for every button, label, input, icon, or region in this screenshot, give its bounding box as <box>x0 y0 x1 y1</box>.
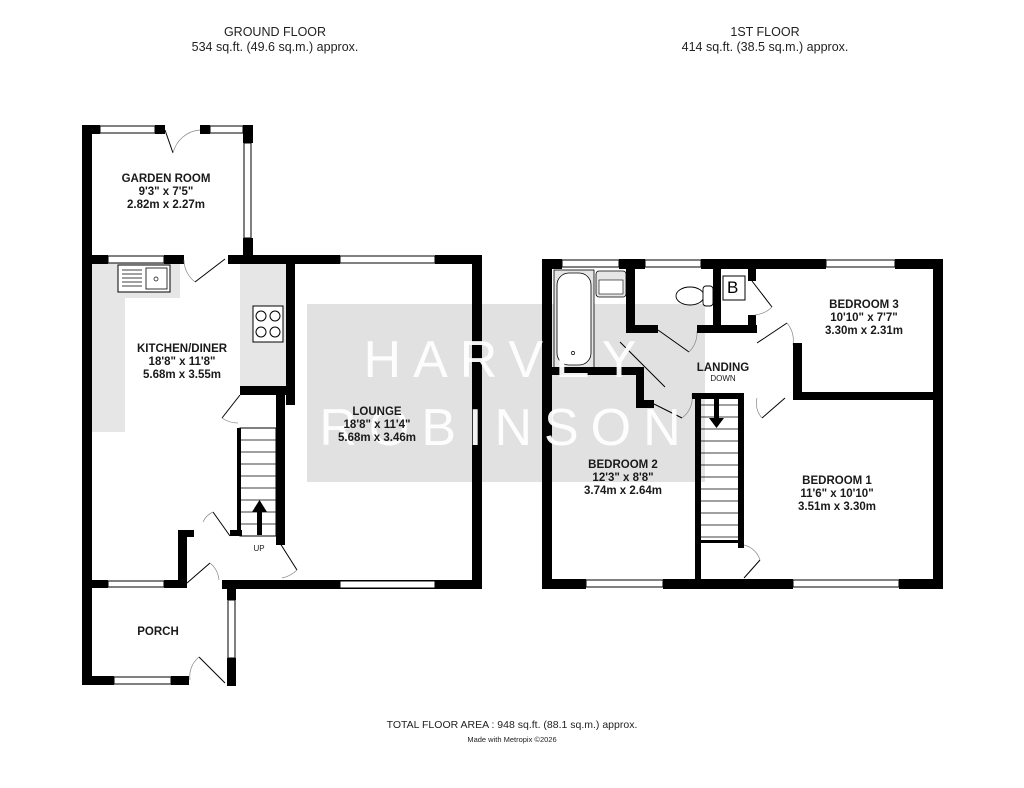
room-size-metric: 3.74m x 2.64m <box>583 485 663 497</box>
room-size-imperial: 10'10" x 7'7" <box>830 312 898 324</box>
first-floor-plan <box>542 259 943 589</box>
room-bedroom-1: BEDROOM 1 11'6" x 10'10" 3.51m x 3.30m <box>798 475 876 514</box>
room-name: PORCH <box>137 626 179 638</box>
room-name: GARDEN ROOM <box>121 173 211 185</box>
bathtub-icon <box>553 269 595 369</box>
first-floor-title: 1ST FLOOR <box>730 25 800 39</box>
room-name: BEDROOM 3 <box>829 299 899 311</box>
room-size-imperial: 18'8" x 11'4" <box>343 419 411 431</box>
room-size-imperial: 9'3" x 7'5" <box>138 186 194 198</box>
room-name: BEDROOM 1 <box>802 475 872 487</box>
room-lounge: LOUNGE 18'8" x 11'4" 5.68m x 3.46m <box>338 406 416 445</box>
watermark-line-1: HARVEY <box>363 331 649 389</box>
washbasin-icon <box>595 270 627 298</box>
room-size-metric: 2.82m x 2.27m <box>126 199 205 211</box>
room-size-imperial: 12'3" x 8'8" <box>592 472 654 484</box>
room-size-metric: 5.68m x 3.55m <box>142 369 221 381</box>
stairs-up-label: UP <box>253 544 265 553</box>
kitchen-sink-icon <box>117 264 171 293</box>
made-with-credit: Made with Metropix ©2026 <box>467 735 557 744</box>
stairs-down-arrow-icon <box>714 397 719 419</box>
ground-floor-title: GROUND FLOOR <box>223 25 327 39</box>
first-floor-stairs <box>692 393 744 579</box>
boiler-label: B <box>727 278 739 297</box>
room-bedroom-2: BEDROOM 2 12'3" x 8'8" 3.74m x 2.64m <box>584 459 662 498</box>
first-floor-area: 414 sq.ft. (38.5 sq.m.) approx. <box>681 40 849 54</box>
room-bedroom-3: BEDROOM 3 10'10" x 7'7" 3.30m x 2.31m <box>825 299 903 338</box>
room-porch: PORCH <box>137 626 179 639</box>
room-size-metric: 5.68m x 3.46m <box>337 432 417 444</box>
room-name: LANDING <box>696 362 750 374</box>
room-name: LOUNGE <box>352 406 402 418</box>
room-name: KITCHEN/DINER <box>136 343 228 355</box>
room-name: BEDROOM 2 <box>588 459 658 471</box>
stairs-down-label: DOWN <box>710 374 736 383</box>
room-kitchen-diner: KITCHEN/DINER 18'8" x 11'8" 5.68m x 3.55… <box>137 343 227 382</box>
toilet-icon <box>675 285 714 307</box>
room-size-metric: 3.30m x 2.31m <box>824 325 904 337</box>
stairs-up-arrow-icon <box>257 510 262 535</box>
ground-floor-plan <box>82 125 482 686</box>
room-garden-room: GARDEN ROOM 9'3" x 7'5" 2.82m x 2.27m <box>122 173 211 212</box>
ground-floor-stairs <box>230 427 277 537</box>
room-size-metric: 3.51m x 3.30m <box>797 501 877 513</box>
first-floor-heading: 1ST FLOOR 414 sq.ft. (38.5 sq.m.) approx… <box>645 25 885 55</box>
ground-floor-area: 534 sq.ft. (49.6 sq.m.) approx. <box>191 40 359 54</box>
room-size-imperial: 11'6" x 10'10" <box>800 488 874 500</box>
room-size-imperial: 18'8" x 11'8" <box>148 356 216 368</box>
room-landing: LANDING DOWN <box>697 362 749 383</box>
total-floor-area: TOTAL FLOOR AREA : 948 sq.ft. (88.1 sq.m… <box>386 719 638 731</box>
kitchen-hob-icon <box>252 305 284 343</box>
ground-floor-heading: GROUND FLOOR 534 sq.ft. (49.6 sq.m.) app… <box>160 25 390 55</box>
watermark-line-2: ROBINSON <box>319 399 693 457</box>
boiler-icon <box>722 275 746 301</box>
